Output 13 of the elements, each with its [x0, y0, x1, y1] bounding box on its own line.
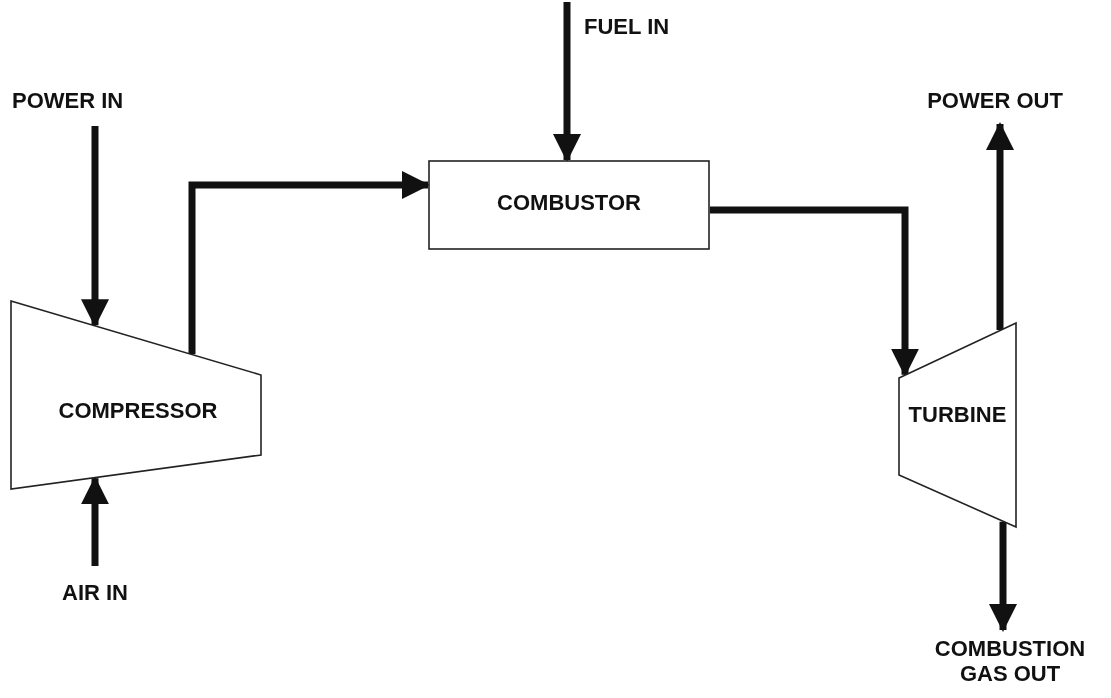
flow-label: POWER OUT — [926, 88, 1064, 114]
flow-arrow — [989, 521, 1017, 632]
component-label: COMPRESSOR — [57, 398, 219, 424]
flow-arrow — [553, 2, 581, 162]
flow-label: FUEL IN — [584, 14, 671, 40]
flow-arrow — [986, 122, 1014, 330]
flow-arrow — [710, 206, 919, 377]
flow-label: POWER IN — [12, 88, 125, 114]
component-label: COMBUSTOR — [496, 190, 642, 216]
component-label: TURBINE — [907, 402, 1008, 428]
flow-arrow — [188, 171, 430, 355]
flow-label: AIR IN — [61, 580, 129, 606]
flow-label: COMBUSTION GAS OUT — [933, 636, 1087, 687]
